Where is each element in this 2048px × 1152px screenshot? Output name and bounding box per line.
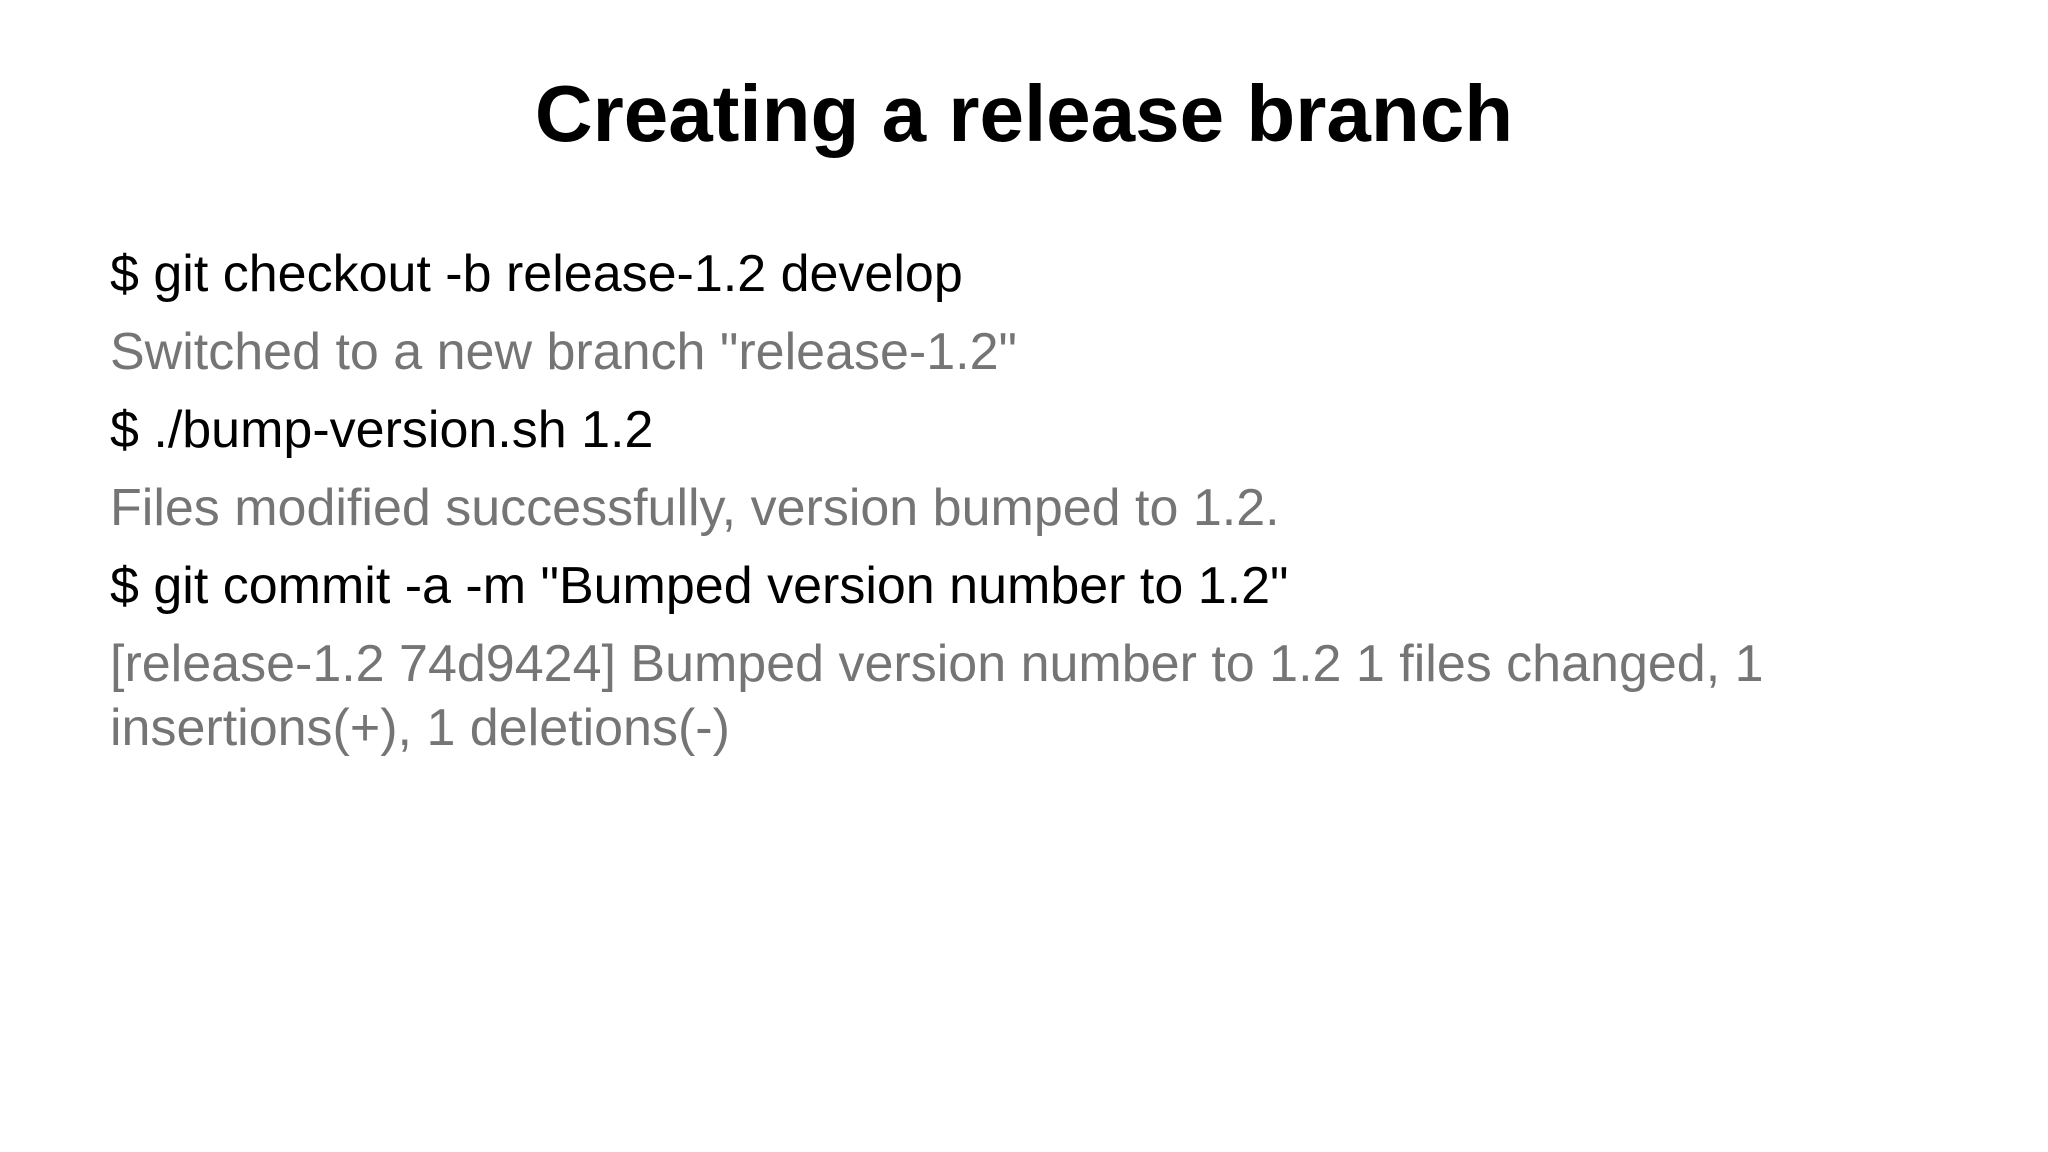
slide-title: Creating a release branch — [534, 69, 1514, 158]
terminal-transcript: $ git checkout -b release-1.2 develop Sw… — [110, 242, 1830, 774]
terminal-command-line: $ git checkout -b release-1.2 develop — [110, 245, 963, 303]
terminal-output-line: Switched to a new branch "release-1.2" — [110, 323, 1017, 381]
terminal-output-line: [release-1.2 74d9424] Bumped version num… — [110, 635, 1764, 757]
terminal-output-line: Files modified successfully, version bum… — [110, 479, 1280, 537]
terminal-command-line: $ ./bump-version.sh 1.2 — [110, 401, 654, 459]
terminal-command-line: $ git commit -a -m "Bumped version numbe… — [110, 557, 1289, 615]
